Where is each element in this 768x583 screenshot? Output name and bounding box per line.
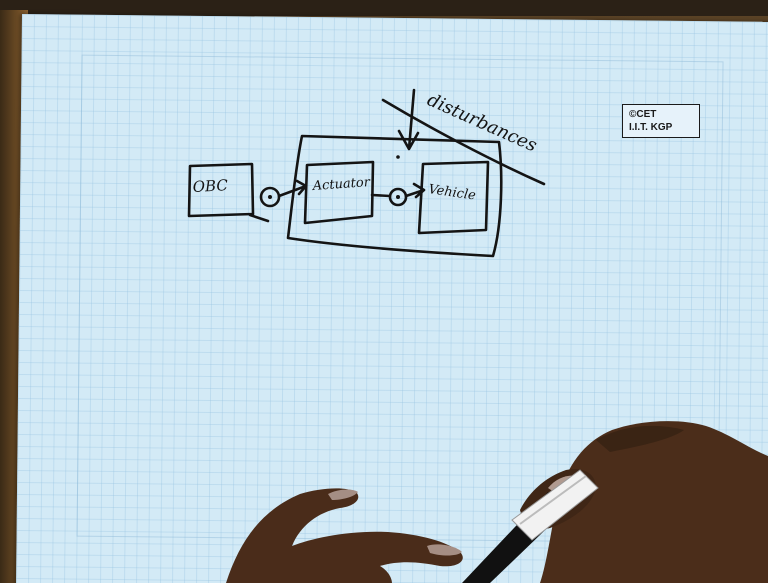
disturbance-label: disturbances [424, 89, 540, 156]
summing-junction-1-dot [268, 195, 272, 199]
obc-label: OBC [192, 176, 228, 196]
actuator-output-line [372, 195, 390, 196]
vehicle-label: Vehicle [427, 182, 476, 204]
ink-dot [396, 155, 400, 159]
left-hand [226, 488, 463, 583]
obc-output-line [250, 215, 268, 221]
actuator-label: Actuator [311, 175, 371, 194]
summing-junction-2-dot [396, 195, 400, 199]
